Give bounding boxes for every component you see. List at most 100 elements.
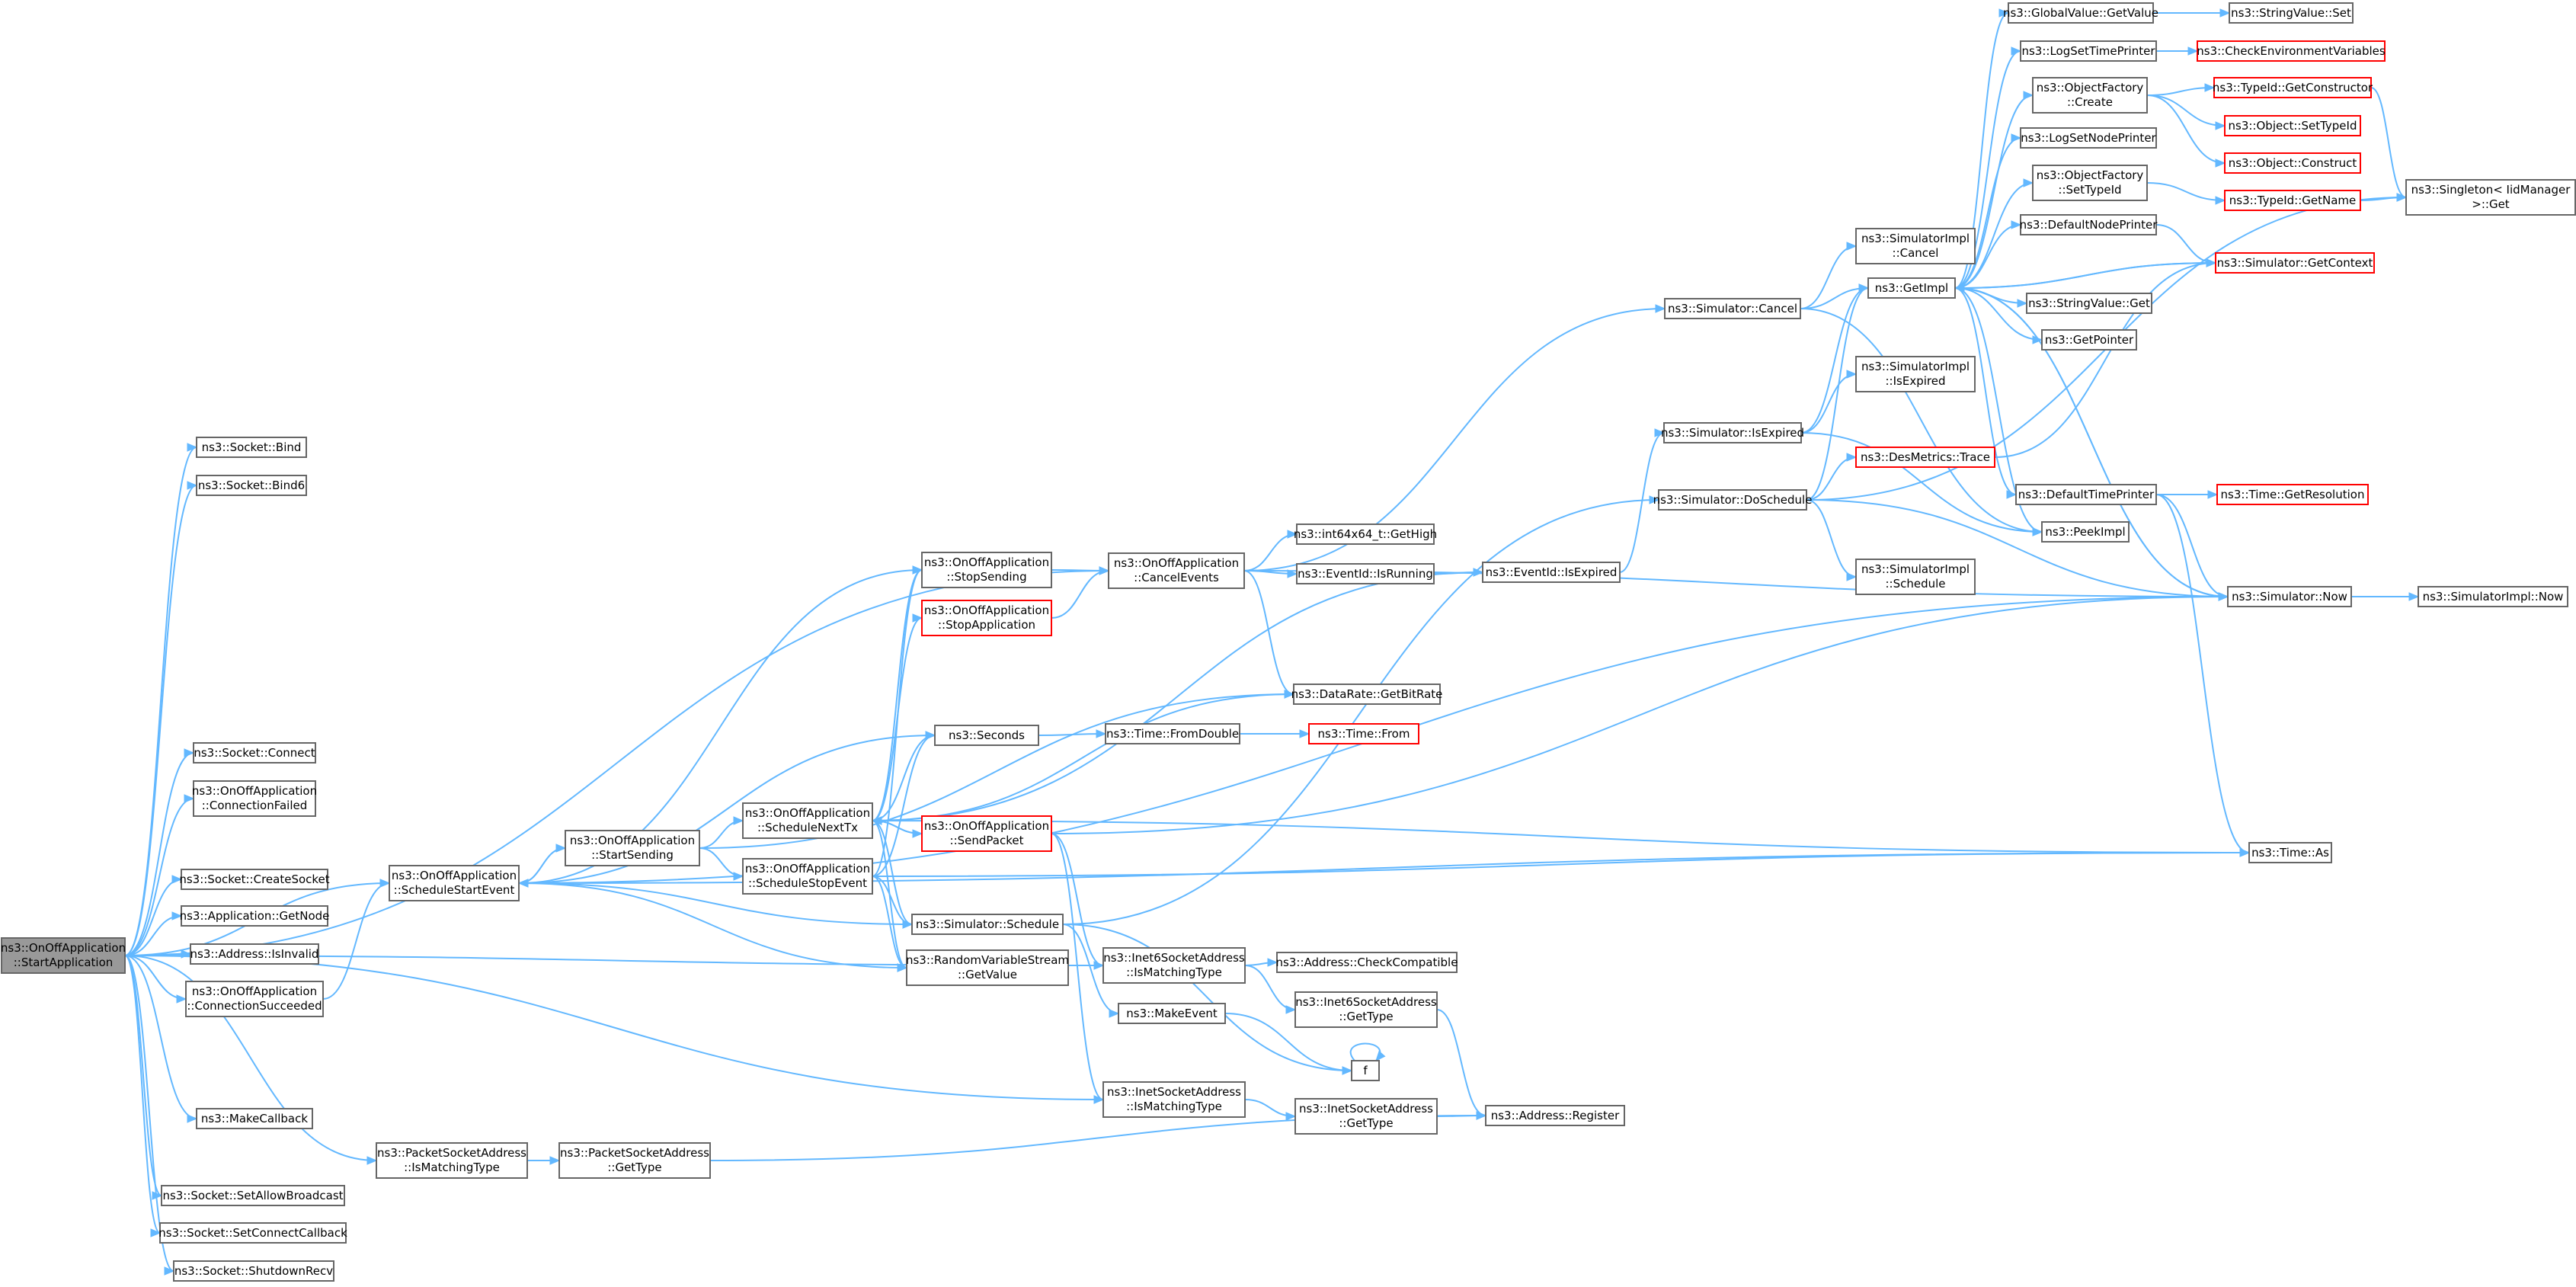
node-makeevent[interactable]: ns3::MakeEvent <box>1118 1003 1226 1024</box>
node-stopapp[interactable]: ns3::OnOffApplication::StopApplication <box>921 600 1052 636</box>
node-setconncb[interactable]: ns3::Socket::SetConnectCallback <box>158 1222 347 1244</box>
node-peekimpl[interactable]: ns3::PeekImpl <box>2041 521 2130 543</box>
node-shutrecv[interactable]: ns3::Socket::ShutdownRecv <box>173 1260 334 1282</box>
call-edge <box>699 847 744 881</box>
node-label: ::StartApplication <box>14 956 114 969</box>
call-edge <box>124 955 187 1004</box>
node-i4match[interactable]: ns3::InetSocketAddress::IsMatchingType <box>1102 1081 1246 1118</box>
edge-line <box>1243 308 1666 571</box>
node-singleton[interactable]: ns3::Singleton< IidManager>::Get <box>2405 179 2576 216</box>
node-getcontext[interactable]: ns3::Simulator::GetContext <box>2215 252 2375 274</box>
node-simimplcancel[interactable]: ns3::SimulatorImpl::Cancel <box>1855 228 1976 264</box>
node-defnodeprinter[interactable]: ns3::DefaultNodePrinter <box>2020 214 2158 235</box>
call-edge <box>2146 83 2216 96</box>
node-box <box>159 1222 347 1244</box>
node-tidgetname[interactable]: ns3::TypeId::GetName <box>2224 190 2361 211</box>
node-start[interactable]: ns3::OnOffApplication::StartApplication <box>1 937 126 974</box>
node-bind[interactable]: ns3::Socket::Bind <box>196 437 307 458</box>
node-getctor[interactable]: ns3::TypeId::GetConstructor <box>2213 77 2373 98</box>
node-createsock[interactable]: ns3::Socket::CreateSocket <box>179 869 330 890</box>
node-stopsend[interactable]: ns3::OnOffApplication::StopSending <box>921 552 1052 588</box>
node-box <box>742 802 873 839</box>
node-schednext[interactable]: ns3::OnOffApplication::ScheduleNextTx <box>742 802 873 839</box>
node-getbitrate[interactable]: ns3::DataRate::GetBitRate <box>1291 684 1443 705</box>
node-label: ns3::Simulator::Cancel <box>1668 302 1797 315</box>
node-label: ::ConnectionFailed <box>202 799 308 812</box>
node-bind6[interactable]: ns3::Socket::Bind6 <box>196 475 307 496</box>
node-simsched[interactable]: ns3::Simulator::Schedule <box>911 914 1064 935</box>
node-getpointer[interactable]: ns3::GetPointer <box>2041 329 2137 351</box>
node-logsetnode[interactable]: ns3::LogSetNodePrinter <box>2020 127 2157 149</box>
node-getres[interactable]: ns3::Time::GetResolution <box>2216 484 2369 505</box>
node-cancelev[interactable]: ns3::OnOffApplication::CancelEvents <box>1108 552 1245 589</box>
node-isrunning[interactable]: ns3::EventId::IsRunning <box>1296 563 1435 584</box>
node-simcancel[interactable]: ns3::Simulator::Cancel <box>1664 298 1801 319</box>
node-box <box>161 1185 345 1206</box>
node-fromdouble[interactable]: ns3::Time::FromDouble <box>1105 723 1240 744</box>
node-deftimeprinter[interactable]: ns3::DefaultTimePrinter <box>2015 484 2157 505</box>
node-simnow[interactable]: ns3::Simulator::Now <box>2227 586 2352 607</box>
node-simimplisexp[interactable]: ns3::SimulatorImpl::IsExpired <box>1855 356 1976 392</box>
node-simisexp[interactable]: ns3::Simulator::IsExpired <box>1661 422 1804 443</box>
node-label: ::GetType <box>607 1161 661 1174</box>
node-label: ns3::Time::GetResolution <box>2221 488 2365 501</box>
node-ofsettid[interactable]: ns3::ObjectFactory::SetTypeId <box>2032 165 2148 201</box>
node-ofcreate[interactable]: ns3::ObjectFactory::Create <box>2032 77 2148 114</box>
node-logsettime[interactable]: ns3::LogSetTimePrinter <box>2020 40 2157 62</box>
call-edge <box>2350 592 2420 601</box>
edge-line <box>1954 287 2043 533</box>
node-startsend[interactable]: ns3::OnOffApplication::StartSending <box>565 830 700 866</box>
node-dosched[interactable]: ns3::Simulator::DoSchedule <box>1653 489 1813 511</box>
node-connect[interactable]: ns3::Socket::Connect <box>193 742 316 764</box>
node-gvget[interactable]: ns3::GlobalValue::GetValue <box>2003 2 2158 24</box>
node-evexpired[interactable]: ns3::EventId::IsExpired <box>1482 562 1621 583</box>
edge-line <box>1349 1042 1381 1061</box>
edge-arrowhead <box>2187 46 2199 56</box>
node-checkenv[interactable]: ns3::CheckEnvironmentVariables <box>2197 40 2386 62</box>
node-gethigh[interactable]: ns3::int64x64_t::GetHigh <box>1294 523 1437 545</box>
node-box <box>2020 127 2157 149</box>
edge-line <box>124 955 174 1272</box>
node-box <box>2041 521 2130 543</box>
node-svset[interactable]: ns3::StringValue::Set <box>2229 2 2354 24</box>
node-desmetrics[interactable]: ns3::DesMetrics::Trace <box>1855 447 1995 468</box>
edge-line <box>124 915 182 956</box>
node-timeas[interactable]: ns3::Time::As <box>2248 842 2332 863</box>
node-objsettid[interactable]: ns3::Object::SetTypeId <box>2224 115 2361 136</box>
node-f[interactable]: f <box>1351 1060 1380 1081</box>
node-checkcompat[interactable]: ns3::Address::CheckCompatible <box>1276 952 1458 973</box>
node-objconstruct[interactable]: ns3::Object::Construct <box>2224 152 2361 174</box>
node-register[interactable]: ns3::Address::Register <box>1485 1105 1625 1126</box>
node-connfailed[interactable]: ns3::OnOffApplication::ConnectionFailed <box>192 780 317 817</box>
node-i6gettype[interactable]: ns3::Inet6SocketAddress::GetType <box>1294 991 1438 1028</box>
node-seconds[interactable]: ns3::Seconds <box>934 725 1039 746</box>
node-timefrom[interactable]: ns3::Time::From <box>1308 723 1419 744</box>
node-svget[interactable]: ns3::StringValue::Get <box>2026 293 2152 314</box>
edge-arrowhead <box>187 481 198 490</box>
node-setbcast[interactable]: ns3::Socket::SetAllowBroadcast <box>161 1185 345 1206</box>
node-pktgettype[interactable]: ns3::PacketSocketAddress::GetType <box>558 1142 711 1179</box>
node-i4gettype[interactable]: ns3::InetSocketAddress::GetType <box>1294 1098 1438 1135</box>
node-isinvalid[interactable]: ns3::Address::IsInvalid <box>190 943 319 965</box>
node-sendpkt[interactable]: ns3::OnOffApplication::SendPacket <box>921 815 1052 852</box>
node-makecb[interactable]: ns3::MakeCallback <box>196 1108 313 1129</box>
node-schedstop[interactable]: ns3::OnOffApplication::ScheduleStopEvent <box>742 858 873 895</box>
edge-line <box>872 571 1483 821</box>
node-label: ::IsExpired <box>1886 374 1946 388</box>
call-edge <box>1800 370 1858 434</box>
edge-line <box>1806 499 1857 578</box>
node-box <box>2008 2 2154 24</box>
node-label: ns3::TypeId::GetName <box>2229 194 2356 207</box>
node-getimpl[interactable]: ns3::GetImpl <box>1867 277 1956 299</box>
edge-arrowhead <box>1267 958 1278 967</box>
node-rvs[interactable]: ns3::RandomVariableStream::GetValue <box>906 949 1069 986</box>
node-pktmatch[interactable]: ns3::PacketSocketAddress::IsMatchingType <box>376 1142 528 1179</box>
node-schedstart[interactable]: ns3::OnOffApplication::ScheduleStartEven… <box>389 865 520 901</box>
edge-line <box>1051 570 1109 619</box>
node-connsucc[interactable]: ns3::OnOffApplication::ConnectionSucceed… <box>185 981 324 1017</box>
node-i6match[interactable]: ns3::Inet6SocketAddress::IsMatchingType <box>1102 947 1246 984</box>
edge-line <box>1954 287 2229 597</box>
node-simimplsched[interactable]: ns3::SimulatorImpl::Schedule <box>1855 559 1976 595</box>
node-simimplnow[interactable]: ns3::SimulatorImpl::Now <box>2418 586 2568 607</box>
node-getnode[interactable]: ns3::Application::GetNode <box>180 905 330 927</box>
